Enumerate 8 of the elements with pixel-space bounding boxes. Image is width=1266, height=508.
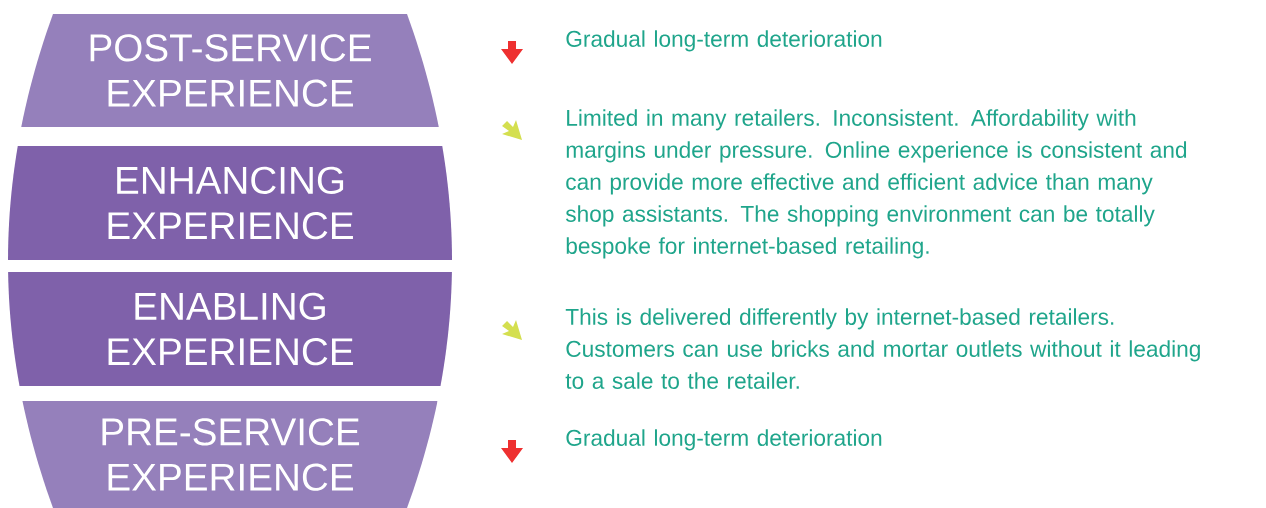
description-text: Limited in many retailers. Inconsistent. Affordability with margins under pressure. Online experience is consistent and can provide more effective and efficient advice than many shop assistants. The shopping environment can be totally bespoke for internet-based retailing. — [565, 109, 1187, 259]
description-text: This is delivered differently by internet-based retailers. Customers can use bricks and mortar outlets without it leading to a sale to the retailer. — [565, 308, 1200, 389]
band: PRE-SERVICE EXPERIENCE — [22, 401, 438, 508]
band: ENABLING EXPERIENCE — [8, 272, 452, 386]
description-text: Gradual long-term deterioration — [566, 30, 882, 52]
band: ENHANCING EXPERIENCE — [8, 146, 452, 260]
band: POST-SERVICE EXPERIENCE — [21, 14, 439, 127]
description-text: Gradual long-term deterioration — [566, 429, 882, 451]
